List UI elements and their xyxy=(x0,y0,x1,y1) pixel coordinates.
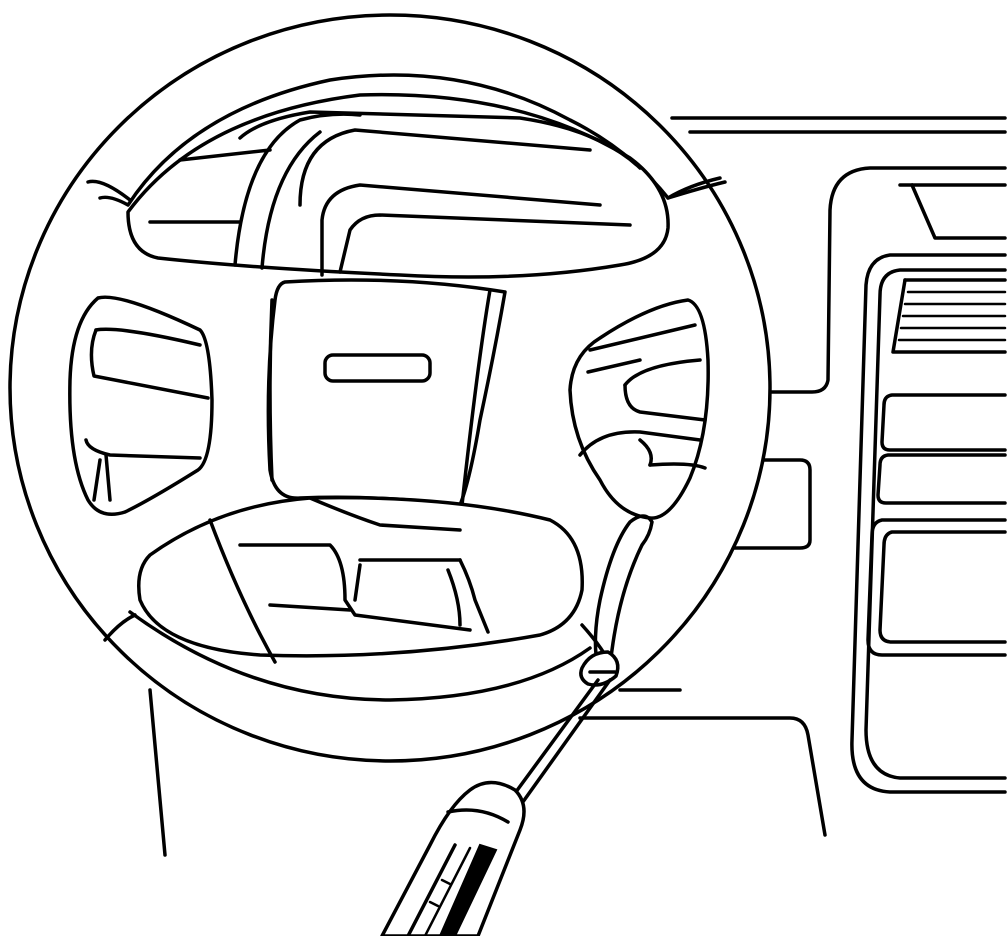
dashboard xyxy=(148,116,1007,857)
steering-wheel xyxy=(8,13,772,763)
hook-tool xyxy=(380,514,654,936)
